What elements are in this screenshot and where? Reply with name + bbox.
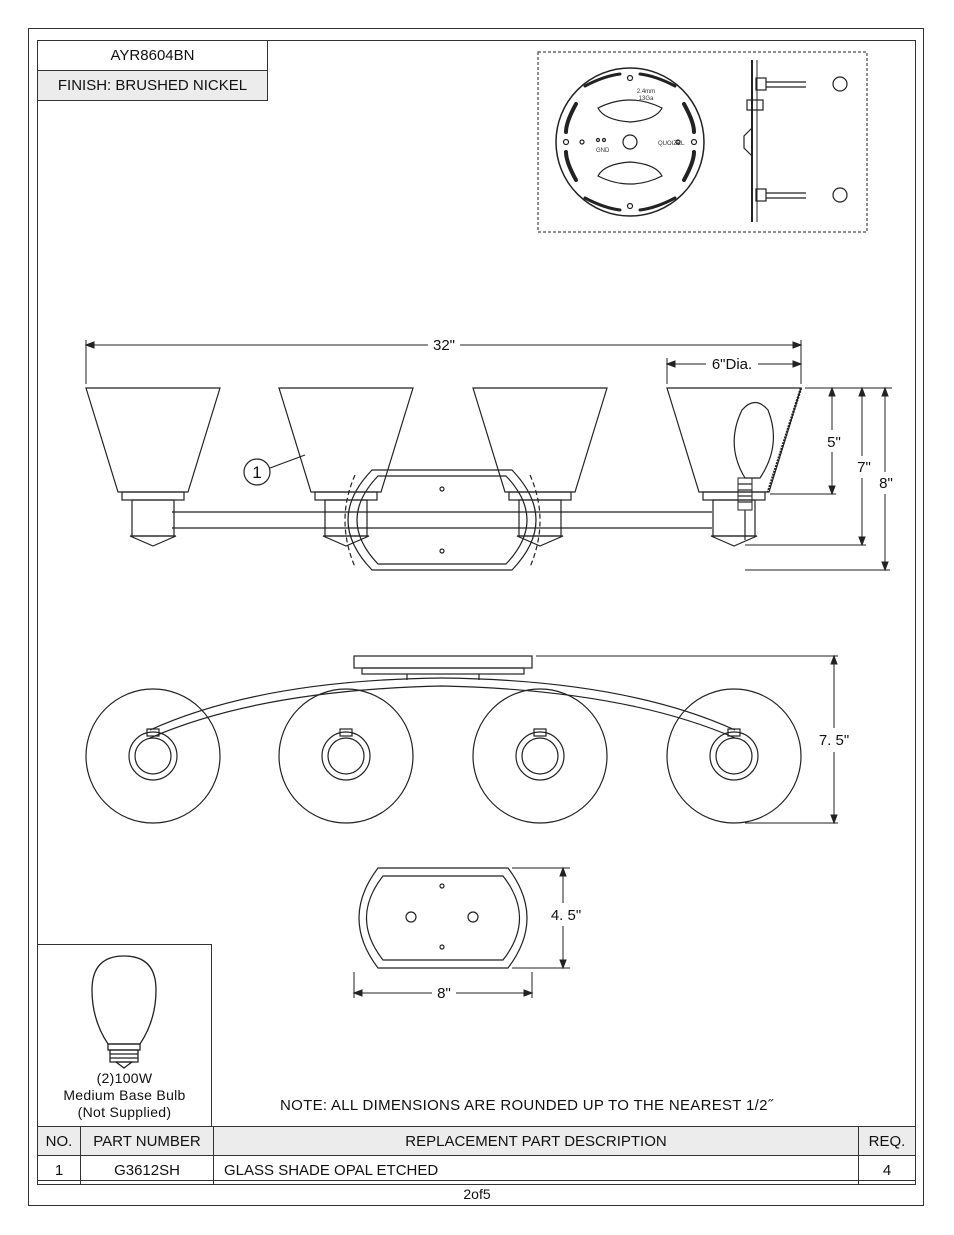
finish-label: FINISH: BRUSHED NICKEL bbox=[38, 71, 267, 100]
header-no: NO. bbox=[37, 1126, 81, 1156]
shade-1 bbox=[85, 387, 221, 547]
parts-table: NO. PART NUMBER REPLACEMENT PART DESCRIP… bbox=[37, 1126, 916, 1185]
dim-shade-dia: 6"Dia. bbox=[712, 356, 752, 373]
bulb-base: Medium Base Bulb bbox=[63, 1087, 186, 1103]
dim-backplate-width: 8" bbox=[437, 985, 451, 1002]
row-no: 1 bbox=[37, 1155, 81, 1185]
page-number: 2of5 bbox=[463, 1186, 491, 1202]
top-shade-1 bbox=[85, 688, 221, 824]
plate-thickness-label: 2.4mm bbox=[637, 89, 655, 95]
plate-brand-label: QUOIZEL bbox=[658, 141, 685, 147]
dimension-note: NOTE: ALL DIMENSIONS ARE ROUNDED UP TO T… bbox=[280, 1097, 774, 1114]
shade-3 bbox=[472, 387, 608, 547]
dim-8: 8" bbox=[879, 475, 893, 492]
front-elevation bbox=[85, 387, 803, 571]
top-shade-4 bbox=[666, 688, 802, 824]
plate-gnd-label: GND bbox=[596, 148, 610, 154]
row-req: 4 bbox=[858, 1155, 916, 1185]
bulb-info-box: (2)100W Medium Base Bulb (Not Supplied) bbox=[37, 944, 212, 1127]
shade-2 bbox=[278, 387, 414, 547]
top-view bbox=[85, 655, 802, 824]
dim-width: 32" bbox=[433, 337, 455, 354]
table-row: 1 G3612SH GLASS SHADE OPAL ETCHED 4 bbox=[37, 1155, 916, 1185]
row-description: GLASS SHADE OPAL ETCHED bbox=[213, 1155, 859, 1185]
mount-plate-detail bbox=[537, 51, 868, 233]
dim-7: 7" bbox=[857, 459, 871, 476]
top-shade-2 bbox=[278, 688, 414, 824]
dim-backplate-height: 4. 5" bbox=[551, 907, 581, 924]
header-description: REPLACEMENT PART DESCRIPTION bbox=[213, 1126, 859, 1156]
header-req: REQ. bbox=[858, 1126, 916, 1156]
title-block: AYR8604BN FINISH: BRUSHED NICKEL bbox=[37, 40, 268, 101]
model-number: AYR8604BN bbox=[38, 41, 267, 71]
backplate-view bbox=[358, 867, 528, 969]
bulb-icon bbox=[91, 955, 157, 1069]
bulb-wattage: (2)100W bbox=[96, 1070, 153, 1086]
front-dimensions bbox=[84, 340, 892, 572]
callout-number: 1 bbox=[252, 463, 261, 482]
callout-circle bbox=[243, 458, 271, 486]
row-part-number: G3612SH bbox=[80, 1155, 214, 1185]
parts-table-header: NO. PART NUMBER REPLACEMENT PART DESCRIP… bbox=[37, 1126, 916, 1156]
header-part-number: PART NUMBER bbox=[80, 1126, 214, 1156]
plate-gauge-label: 13Ga bbox=[639, 96, 654, 102]
dim-5: 5" bbox=[827, 434, 841, 451]
backplate-dimensions bbox=[352, 866, 570, 998]
top-shade-3 bbox=[472, 688, 608, 824]
outer-border bbox=[28, 28, 924, 1206]
dim-depth: 7. 5" bbox=[819, 732, 849, 749]
top-dimensions bbox=[536, 654, 838, 825]
bulb-supplied: (Not Supplied) bbox=[77, 1104, 172, 1120]
shade-4-cutaway bbox=[666, 387, 803, 547]
bulb-spec: (2)100W Medium Base Bulb (Not Supplied) bbox=[37, 1070, 212, 1121]
